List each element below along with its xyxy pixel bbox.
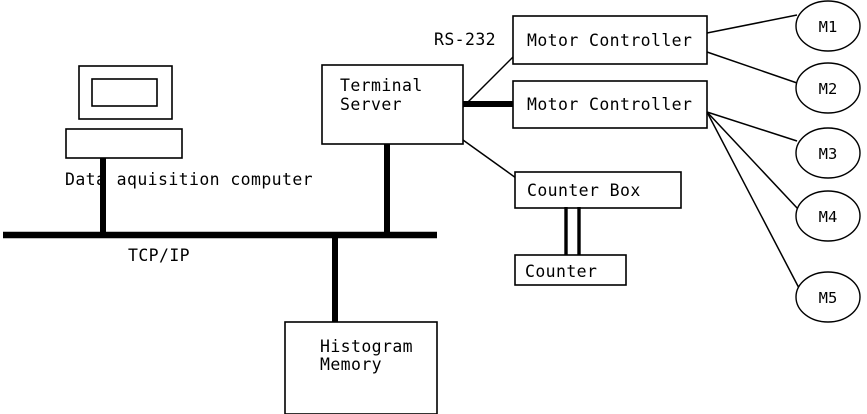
counter-label: Counter <box>525 262 597 281</box>
workstation-caption: Data aquisition computer <box>65 170 313 189</box>
motor-controller-1-label: Motor Controller <box>527 31 692 50</box>
link-motor-controller-1-to-m2 <box>706 51 801 85</box>
rs232-label: RS-232 <box>434 30 496 49</box>
motor-m3-ellipse <box>795 127 861 179</box>
motor-m4-ellipse <box>795 190 861 242</box>
motor-m4-label: M4 <box>819 208 838 226</box>
motor-m1-ellipse <box>795 0 861 52</box>
link-terminal-server-to-motor-controller-1 <box>462 56 514 108</box>
motor-controller-2-label: Motor Controller <box>527 95 692 114</box>
motor-m2-ellipse <box>795 62 861 114</box>
counter-box-label: Counter Box <box>527 181 641 200</box>
monitor-screen <box>91 78 158 107</box>
motor-controller-1-box <box>512 15 708 65</box>
histogram-memory-label-line1: Histogram <box>320 337 413 356</box>
link-motor-controller-2-to-m3 <box>706 111 798 142</box>
keyboard-base <box>65 128 183 159</box>
motor-m3-label: M3 <box>819 145 838 163</box>
terminal-server-label-line1: Terminal <box>340 76 423 95</box>
motor-controller-2-box <box>512 80 708 129</box>
link-motor-controller-2-to-m4 <box>706 111 799 210</box>
motor-m5-ellipse <box>795 271 861 323</box>
tcpip-label: TCP/IP <box>128 246 190 265</box>
counter-box <box>514 254 627 286</box>
link-motor-controller-2-to-m5 <box>706 111 801 291</box>
link-motor-controller-1-to-m1 <box>706 14 798 34</box>
histogram-memory-box <box>284 321 438 414</box>
terminal-server-label-line2: Server <box>340 95 402 114</box>
counter-box-box <box>514 171 682 209</box>
histogram-memory-label-line2: Memory <box>320 355 382 374</box>
motor-m5-label: M5 <box>819 289 838 307</box>
motor-m2-label: M2 <box>819 80 838 98</box>
link-terminal-server-to-counter-box <box>462 139 517 179</box>
motor-m1-label: M1 <box>819 18 838 36</box>
terminal-server-box <box>321 64 464 145</box>
